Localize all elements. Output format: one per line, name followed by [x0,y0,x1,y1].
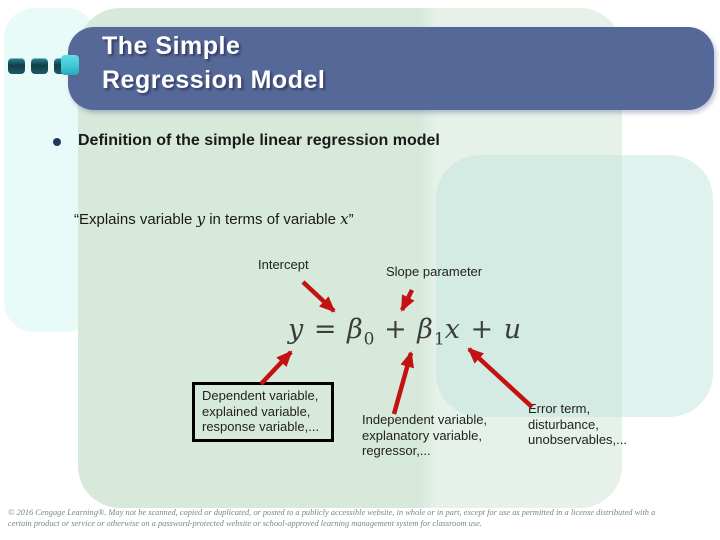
math-var-y: y [196,210,206,228]
quote-close: ” [348,211,354,228]
quote-part: in terms of variable [205,211,341,228]
independent-variable-line: explanatory variable, [362,427,482,443]
slide-title-line1: The Simple [102,32,241,60]
slide-title: The Simple Regression Model [102,29,325,97]
dependent-variable-box: Dependent variable, explained variable, … [192,382,334,442]
background-right-cyan-shape [436,155,713,417]
regression-equation: y = β0 + β1x + u [288,314,522,349]
dependent-variable-line: Dependent variable, [202,388,319,403]
accent-square-icon [8,58,25,74]
dependent-variable-line: explained variable, [202,403,311,419]
quote-part: Explains variable [79,211,197,228]
equation-term: x [444,314,461,345]
equation-subscript: 1 [433,329,445,350]
math-var-x: x [340,210,349,228]
copyright-line1: © 2016 Cengage Learning®. May not be sca… [8,508,656,517]
error-term-line: unobservables,... [528,432,628,447]
equation-term: + [460,314,504,345]
accent-square-bright-icon [61,55,79,75]
copyright-line2: certain product or service or otherwise … [8,518,482,528]
equation-term: y [288,314,305,345]
error-term-line: disturbance, [528,416,599,432]
error-term-label: Error term, disturbance, unobservables,.… [528,401,627,448]
equation-term: + [374,314,418,345]
intercept-label: Intercept [258,257,309,272]
accent-square-icon [31,58,48,74]
dependent-variable-line: response variable,... [202,419,320,434]
error-term-line: Error term, [528,401,591,416]
equation-term: β [347,314,364,345]
independent-variable-line: regressor,... [362,443,431,458]
bullet-icon [53,138,61,146]
quote-open: “ [74,211,79,228]
equation-subscript: 0 [363,329,375,350]
independent-variable-line: Independent variable, [362,412,488,427]
equation-term: β [417,314,434,345]
title-bar: The Simple Regression Model [68,27,714,110]
copyright-footer: © 2016 Cengage Learning®. May not be sca… [8,508,708,529]
equation-term: u [503,314,523,345]
slide-title-line2: Regression Model [102,66,326,94]
bullet-text: Definition of the simple linear regressi… [78,132,440,149]
equation-term: = [304,314,348,345]
independent-variable-label: Independent variable, explanatory variab… [362,412,487,459]
slope-parameter-label: Slope parameter [386,264,483,279]
quote-line: “Explains variable y in terms of variabl… [74,210,354,228]
